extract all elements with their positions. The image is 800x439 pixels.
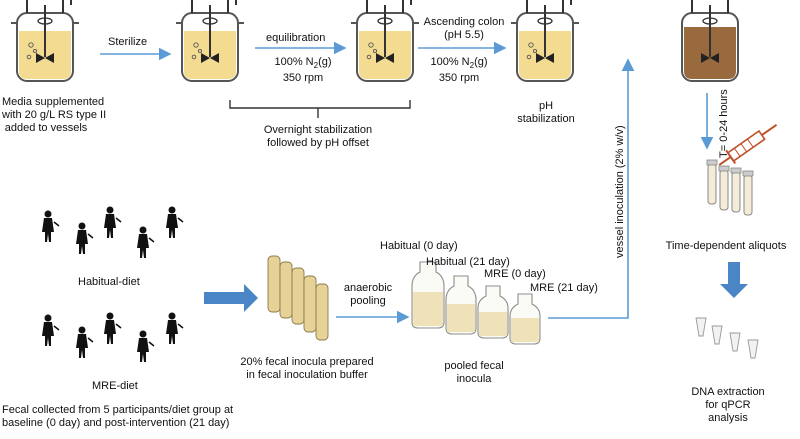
vessel-5-brown bbox=[681, 0, 739, 82]
dna-line2: for qPCR bbox=[705, 399, 751, 411]
bracket bbox=[229, 100, 411, 118]
asc-rpm: 350 rpm bbox=[438, 72, 480, 85]
fecal-collected-label: Fecal collected from 5 participants/diet… bbox=[2, 404, 233, 430]
bottle-label-habitual-21: Habitual (21 day) bbox=[426, 256, 510, 268]
vessel-4 bbox=[510, 0, 580, 82]
overnight-label: Overnight stabilization followed by pH o… bbox=[238, 124, 398, 150]
ascending-line2: (pH 5.5) bbox=[444, 29, 484, 41]
anaerobic-line2: pooling bbox=[350, 295, 386, 307]
asc-conditions: 100% N2(g) 350 rpm bbox=[424, 56, 494, 85]
arrow-vessel-inoculation bbox=[548, 58, 635, 319]
vessel-3 bbox=[350, 0, 420, 82]
aliquot-tubes-icon bbox=[706, 159, 754, 216]
pooled-line1: pooled fecal bbox=[444, 360, 504, 372]
media-label: Media supplemented with 20 g/L RS type I… bbox=[2, 96, 107, 135]
fecal-collected-line2: baseline (0 day) and post-intervention (… bbox=[2, 417, 230, 429]
pooled-line2: inocula bbox=[456, 373, 492, 385]
mre-people-icon bbox=[41, 311, 184, 363]
mre-diet-label: MRE-diet bbox=[92, 380, 138, 392]
overnight-line1: Overnight stabilization bbox=[263, 124, 373, 136]
media-label-line2: with 20 g/L RS type II bbox=[2, 109, 107, 121]
dna-label: DNA extraction for qPCR analysis bbox=[686, 386, 770, 425]
vessel-2 bbox=[175, 0, 245, 82]
fecal-tubes-icon bbox=[267, 255, 329, 341]
habitual-people-icon bbox=[41, 205, 184, 259]
dna-line3: analysis bbox=[708, 412, 748, 424]
bottle-label-habitual-0: Habitual (0 day) bbox=[380, 240, 458, 252]
bottle-label-mre-0: MRE (0 day) bbox=[484, 268, 546, 280]
vessel-1 bbox=[10, 0, 80, 82]
microtubes-icon bbox=[695, 317, 759, 359]
ph-stab-label: pH stabilization bbox=[514, 100, 578, 126]
ascending-line1: Ascending colon bbox=[423, 16, 505, 28]
inocula-prep-line1: 20% fecal inocula prepared bbox=[240, 356, 374, 368]
asc-gas: 100% N2(g) bbox=[430, 56, 488, 71]
anaerobic-label: anaerobic pooling bbox=[336, 282, 400, 308]
ascending-label: Ascending colon (pH 5.5) bbox=[416, 16, 512, 42]
vessel-inoculation-label: vessel inoculation (2% w/v) bbox=[614, 125, 626, 258]
fecal-collected-line1: Fecal collected from 5 participants/diet… bbox=[2, 404, 234, 416]
eq-conditions: 100% N2(g) 350 rpm bbox=[268, 56, 338, 85]
aliquots-label: Time-dependent aliquots bbox=[665, 240, 787, 252]
ph-stab-line1: pH bbox=[538, 100, 554, 112]
bottle-label-mre-21: MRE (21 day) bbox=[530, 282, 598, 294]
eq-gas: 100% N2(g) bbox=[274, 56, 332, 71]
syringe-icon bbox=[718, 123, 778, 166]
pooled-label: pooled fecal inocula bbox=[434, 360, 514, 386]
media-label-line1: Media supplemented bbox=[2, 96, 105, 108]
time-label: T= 0-24 hours bbox=[718, 89, 730, 158]
inocula-prep-line2: in fecal inoculation buffer bbox=[246, 369, 368, 381]
habitual-diet-label: Habitual-diet bbox=[78, 276, 140, 288]
arrow-to-inocula bbox=[204, 284, 258, 312]
overnight-line2: followed by pH offset bbox=[267, 137, 369, 149]
inocula-prep-label: 20% fecal inocula prepared in fecal inoc… bbox=[232, 356, 382, 382]
media-label-line3: added to vessels bbox=[4, 122, 88, 134]
arrow-dna bbox=[720, 262, 748, 298]
sterilize-label: Sterilize bbox=[108, 36, 148, 48]
eq-rpm: 350 rpm bbox=[282, 72, 324, 85]
anaerobic-line1: anaerobic bbox=[343, 282, 393, 294]
ph-stab-line2: stabilization bbox=[517, 113, 575, 125]
bottles-icon bbox=[411, 261, 541, 345]
dna-line1: DNA extraction bbox=[691, 386, 765, 398]
equilibration-label: equilibration bbox=[266, 32, 326, 44]
